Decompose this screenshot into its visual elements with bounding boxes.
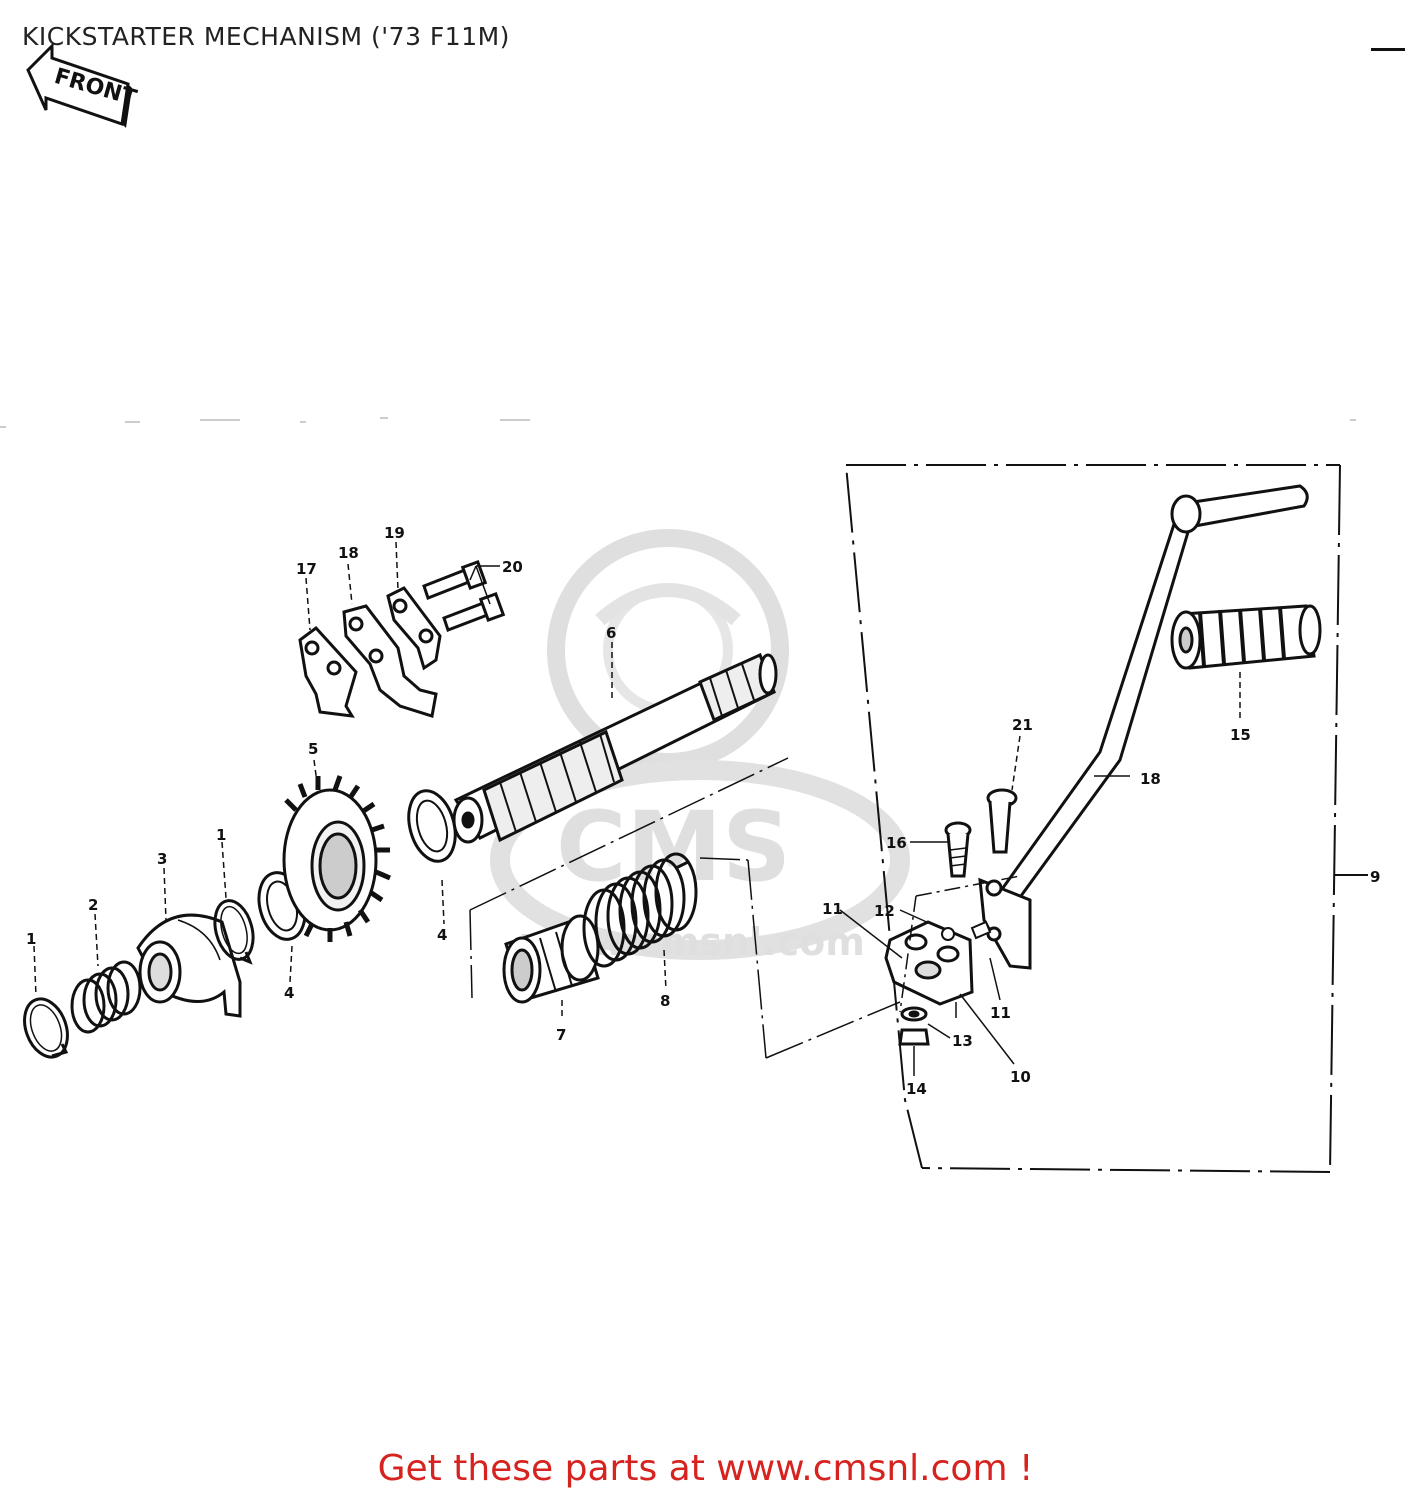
- plate-part-19: [386, 586, 442, 671]
- hub-frame: [899, 875, 1021, 1013]
- label-20: 20: [502, 558, 523, 576]
- label-1: 1: [26, 930, 36, 948]
- label-5: 5: [308, 740, 318, 758]
- label-4: 4: [284, 984, 294, 1002]
- scan-specks: [0, 417, 1356, 428]
- kick-arm-part-18: [978, 484, 1309, 970]
- collar-part-7: [502, 914, 600, 1004]
- hub-part-10: [884, 920, 974, 1006]
- label-16: 16: [886, 834, 907, 852]
- bolt-part-20: [422, 560, 506, 632]
- plate-part-17: [298, 625, 358, 718]
- gear-part-5: [282, 775, 391, 942]
- label-21: 21: [1012, 716, 1033, 734]
- label-10: 10: [1010, 1068, 1031, 1086]
- label-18: 18: [338, 544, 359, 562]
- callout-labels: 1 1 2 3 4 4 5 6 7 8 9 10 11 11 12 13 14 …: [26, 524, 1380, 1098]
- label-4b: 4: [437, 926, 447, 944]
- spring-part-8: [582, 852, 698, 968]
- bolt-part-16: [944, 821, 972, 878]
- watermark-cms: CMS: [556, 791, 791, 903]
- label-11: 11: [822, 900, 843, 918]
- spring-frame: [469, 757, 901, 1059]
- minimize-dash: [1371, 48, 1405, 51]
- nut-part-14: [898, 1028, 930, 1046]
- label-11b: 11: [990, 1004, 1011, 1022]
- spring-part-2: [70, 960, 142, 1034]
- label-6: 6: [606, 624, 616, 642]
- label-8: 8: [660, 992, 670, 1010]
- label-15: 15: [1230, 726, 1251, 744]
- washer-part-13: [900, 1006, 928, 1022]
- label-17: 17: [296, 560, 317, 578]
- subassembly-frame: [845, 464, 1368, 1173]
- circlip-part-1: [23, 997, 69, 1059]
- plate-part-18: [342, 604, 438, 718]
- shaft-part-6: [452, 652, 778, 844]
- label-12: 12: [874, 902, 895, 920]
- pin-part-21: [986, 788, 1018, 854]
- ball-part-12: [941, 920, 992, 941]
- label-13: 13: [952, 1032, 973, 1050]
- label-7: 7: [556, 1026, 566, 1044]
- circlip-part-1b: [213, 899, 255, 965]
- label-3: 3: [157, 850, 167, 868]
- label-14: 14: [906, 1080, 927, 1098]
- label-18b: 18: [1140, 770, 1161, 788]
- footer-link[interactable]: Get these parts at www.cmsnl.com !: [377, 1448, 1034, 1489]
- watermark-logo: CMS www.cmsnl.com: [490, 529, 910, 964]
- page-title: KICKSTARTER MECHANISM ('73 F11M): [22, 22, 510, 51]
- ratchet-part-3: [136, 913, 242, 1018]
- label-9: 9: [1370, 868, 1380, 886]
- label-2: 2: [88, 896, 98, 914]
- label-19: 19: [384, 524, 405, 542]
- grip-part-15: [1170, 604, 1322, 670]
- solid-leaders: [469, 565, 1015, 1076]
- leader-lines: [33, 541, 1241, 1020]
- front-arrow-icon: FRONT: [26, 42, 139, 128]
- label-1b: 1: [216, 826, 226, 844]
